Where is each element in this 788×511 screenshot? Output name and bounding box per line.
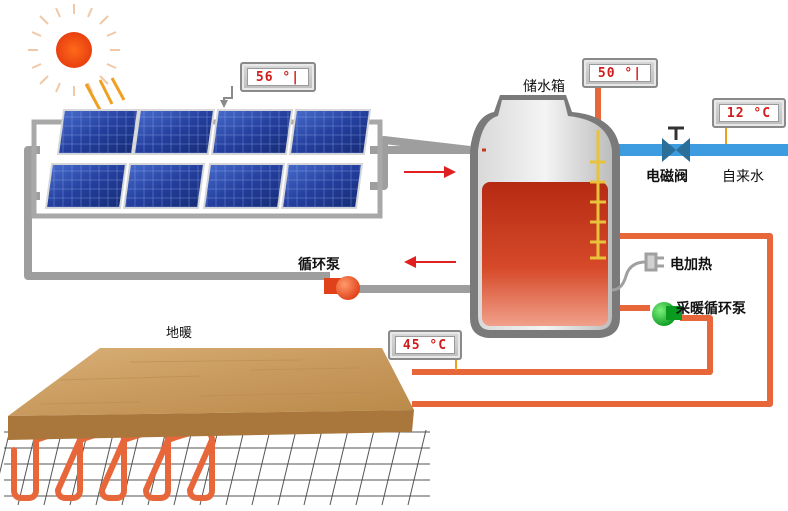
sunlight-arrows — [84, 77, 126, 111]
grid-line — [225, 429, 245, 506]
grid-line — [0, 429, 11, 474]
tap-water-label: 自来水 — [722, 169, 764, 185]
grid-line — [329, 429, 349, 506]
panel-gauge-pointer — [220, 100, 228, 108]
grid-line — [381, 429, 401, 506]
sun-icon — [28, 4, 120, 96]
floor-board — [8, 348, 414, 440]
solar-panel-cells — [58, 110, 138, 154]
water-tank — [470, 95, 620, 338]
solar-panel-cells — [212, 110, 292, 154]
solar-panel-cells — [124, 164, 204, 208]
floor-heating-coil — [11, 429, 216, 501]
tap-water-temperature-gauge: 12 °C — [712, 98, 786, 128]
heating-pump-icon — [652, 302, 682, 326]
grid-line — [355, 429, 375, 506]
solar-panel-cells — [46, 164, 126, 208]
grid-line — [43, 429, 63, 506]
electric-heater-label: 电加热 — [670, 257, 712, 273]
solar-panel-cells — [204, 164, 284, 208]
flow-arrow-left — [404, 256, 456, 268]
flow-arrow-right — [404, 166, 456, 178]
electric-heater-icon — [611, 252, 664, 292]
heating-loop-pipe — [412, 86, 773, 407]
solenoid-valve-label: 电磁阀 — [646, 169, 688, 185]
panel-temperature-value: 56 °| — [247, 68, 309, 86]
floor-heating-label: 地暖 — [166, 326, 193, 341]
heating-pump-label: 采暖循环泵 — [676, 301, 746, 317]
grid-line — [251, 429, 271, 506]
circulation-pump-icon — [324, 276, 360, 300]
grid-line — [407, 429, 427, 506]
solar-panel-array — [44, 109, 372, 209]
tap-water-temperature-value: 12 °C — [719, 104, 779, 122]
grid-line — [95, 429, 115, 506]
panel-temperature-gauge: 56 °| — [240, 62, 316, 92]
grid-line — [303, 429, 323, 506]
solar-panel-cells — [134, 110, 214, 154]
grid-line — [173, 429, 193, 506]
floor-temperature-value: 45 °C — [395, 336, 455, 354]
tank-sensor-probe — [590, 130, 606, 260]
tank-label: 储水箱 — [523, 79, 565, 95]
solar-panel-cells — [282, 164, 362, 208]
solar-panel-cells — [290, 110, 370, 154]
floor-temperature-gauge: 45 °C — [388, 330, 462, 360]
solenoid-valve-icon — [662, 126, 690, 162]
grid-line — [277, 429, 297, 506]
tank-temperature-value: 50 °| — [589, 64, 651, 82]
circulation-pump-label: 循环泵 — [298, 257, 340, 273]
tank-temperature-gauge: 50 °| — [582, 58, 658, 88]
